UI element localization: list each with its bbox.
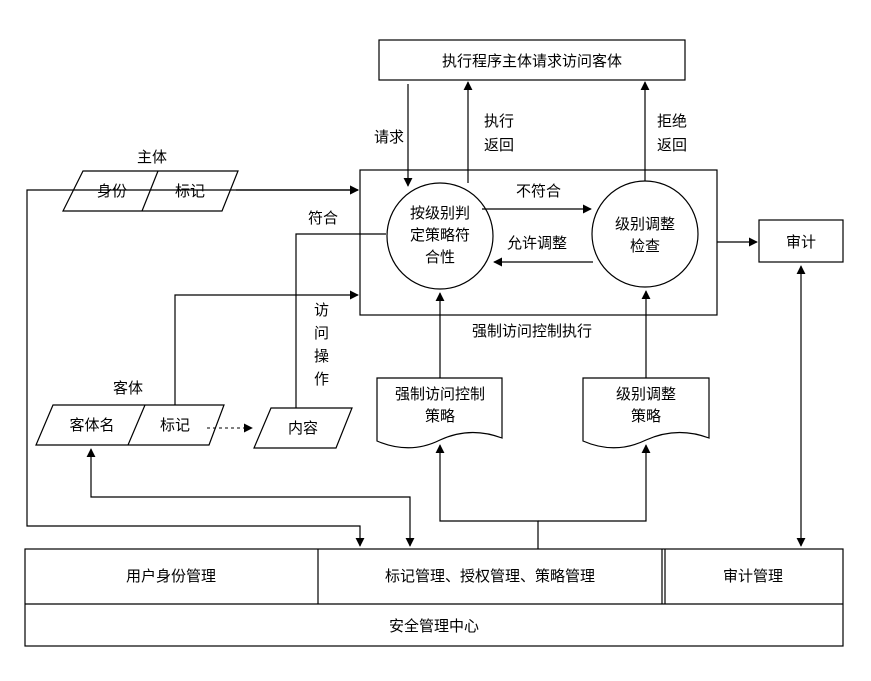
- judge-line-2: 定策略符: [410, 226, 470, 244]
- exec-return-label-1: 执行: [484, 112, 514, 130]
- request-label: 请求: [374, 128, 404, 146]
- mgmt-to-level-policy-arrow: [538, 444, 651, 522]
- exec-return-label-2: 返回: [484, 136, 514, 154]
- allow-adjust-label: 允许调整: [507, 234, 567, 252]
- security-center-label: 安全管理中心: [389, 617, 479, 635]
- object-parallelogram: 客体名 标记: [35, 404, 225, 446]
- content-parallelogram: 内容: [253, 407, 353, 449]
- access-op-1: 访: [314, 301, 329, 319]
- reject-return-label-1: 拒绝: [657, 112, 687, 130]
- subject-parallelogram: 身份 标记: [62, 170, 239, 212]
- mac-policy-line-2: 策略: [425, 407, 455, 425]
- object-mark-mgmt-arrow: [86, 448, 415, 547]
- content-label: 内容: [288, 419, 318, 437]
- management-center: 用户身份管理 标记管理、授权管理、策略管理 审计管理 安全管理中心: [24, 548, 844, 647]
- user-identity-mgmt-label: 用户身份管理: [126, 567, 216, 585]
- mac-policy-line-1: 强制访问控制: [395, 385, 485, 403]
- object-mark-label: 标记: [160, 416, 190, 434]
- request-access-label: 执行程序主体请求访问客体: [442, 52, 622, 70]
- access-op-3: 操: [314, 347, 329, 365]
- access-op-4: 作: [314, 370, 329, 388]
- audit-box: 审计: [758, 219, 844, 263]
- mac-policy-document: 强制访问控制 策略: [376, 377, 503, 449]
- level-adjust-check-circle: 级别调整 检查: [591, 180, 699, 288]
- reject-return-label-2: 返回: [657, 136, 687, 154]
- subject-mark-label: 标记: [175, 182, 205, 200]
- judge-policy-circle: 按级别判 定策略符 合性: [386, 182, 494, 290]
- mark-auth-policy-mgmt-label: 标记管理、授权管理、策略管理: [385, 567, 595, 585]
- subject-label: 主体: [137, 148, 167, 166]
- judge-line-1: 按级别判: [410, 204, 470, 222]
- object-to-enforcement-arrow: [174, 290, 359, 405]
- identity-label: 身份: [97, 182, 127, 200]
- level-policy-document: 级别调整 策略: [582, 377, 710, 449]
- object-label: 客体: [113, 379, 143, 397]
- identity-mgmt-loop-arrow: [26, 185, 365, 547]
- not-conform-label: 不符合: [516, 182, 561, 200]
- adjust-line-2: 检查: [630, 237, 660, 255]
- access-op-2: 问: [314, 324, 329, 342]
- judge-line-3: 合性: [425, 248, 455, 266]
- adjust-line-1: 级别调整: [615, 215, 675, 233]
- level-policy-line-1: 级别调整: [616, 385, 676, 403]
- mgmt-to-mac-policy-arrow: [435, 444, 539, 549]
- conform-label: 符合: [308, 209, 338, 227]
- mac-enforcement-label: 强制访问控制执行: [472, 322, 592, 340]
- request-access-box: 执行程序主体请求访问客体: [378, 39, 686, 81]
- level-policy-line-2: 策略: [631, 407, 661, 425]
- audit-mgmt-label: 审计管理: [723, 567, 783, 585]
- object-name-label: 客体名: [69, 416, 114, 434]
- audit-label: 审计: [786, 233, 816, 251]
